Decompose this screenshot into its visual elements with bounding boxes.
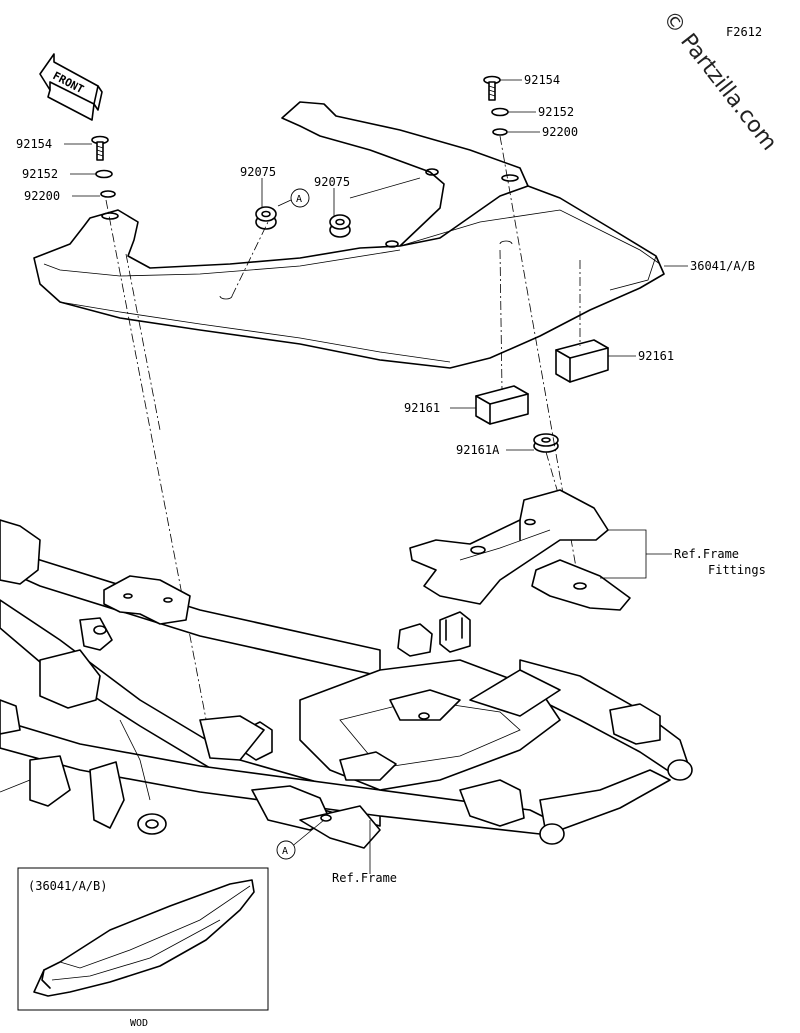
pad-upper-part [555, 339, 609, 383]
inset-box: (36041/A/B) [17, 867, 269, 1011]
label-ref-frame: Ref.Frame [332, 871, 397, 885]
point-a-top-marker: A [277, 188, 310, 208]
grommet-a-part [255, 206, 277, 230]
washer-right-part [491, 107, 509, 117]
figure-code: F2612 [726, 25, 762, 39]
inset-label: (36041/A/B) [28, 879, 107, 893]
pad-round-part [533, 433, 559, 453]
label-pad-upper: 92161 [638, 349, 674, 363]
washer-left-part [95, 169, 113, 179]
label-ref-frame-fittings: Ref.Frame [674, 547, 739, 561]
label-collar-left: 92200 [24, 189, 60, 203]
pad-lower-part [475, 385, 529, 425]
collar-left-part [100, 190, 116, 198]
label-cover: 36041/A/B [690, 259, 755, 273]
point-a-top-label: A [296, 194, 302, 205]
bolt-right-part [483, 75, 501, 101]
point-a-bottom-label: A [282, 846, 288, 857]
point-a-bottom-marker: A [276, 840, 296, 860]
label-washer-right: 92152 [538, 105, 574, 119]
label-pad-lower: 92161 [404, 401, 440, 415]
inset-cover-part [33, 879, 255, 997]
grommet-b-part [329, 214, 351, 238]
frame-part [0, 519, 693, 849]
collar-right-part [492, 128, 508, 136]
label-pad-round: 92161A [456, 443, 500, 457]
bolt-left-part [91, 135, 109, 161]
label-bolt-right: 92154 [524, 73, 560, 87]
watermark: © Partzilla.com [657, 6, 781, 155]
inset-variant-label: WOD [130, 1018, 148, 1029]
label-bolt-left: 92154 [16, 137, 52, 151]
label-collar-right: 92200 [542, 125, 578, 139]
frame-fittings-bracket [409, 489, 631, 611]
label-washer-left: 92152 [22, 167, 58, 181]
seat-cover-part [33, 101, 665, 369]
label-grommet-a: 92075 [240, 165, 276, 179]
label-grommet-b: 92075 [314, 175, 350, 189]
label-ref-frame-fittings-2: Fittings [708, 563, 766, 577]
front-arrow-icon: FRONT [39, 53, 103, 121]
